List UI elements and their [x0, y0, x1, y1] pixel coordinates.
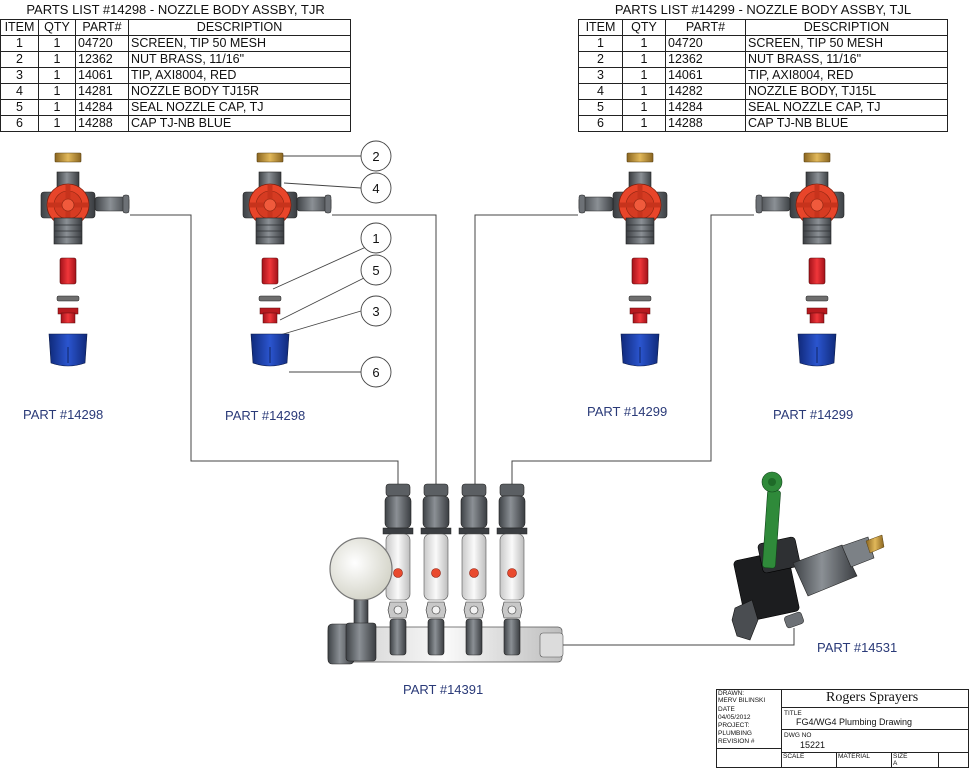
col-item: ITEM [0, 19, 39, 36]
leader-lines [272, 155, 367, 373]
size-value: A [893, 760, 898, 767]
date-label: DATE [718, 706, 735, 713]
line-nozzle1-to-manifold [130, 214, 399, 492]
balloon-4: 4 [372, 181, 379, 196]
drawn-label: DRAWN: [718, 690, 745, 697]
title-block: DRAWN: MERV BILINSKI DATE 04/05/2012 PRO… [716, 689, 969, 768]
parts-list-title: PARTS LIST #14299 - NOZZLE BODY ASSBY, T… [578, 1, 948, 20]
balloon-1: 1 [372, 231, 379, 246]
scale-label: SCALE [783, 753, 805, 760]
parts-list-14299: PARTS LIST #14299 - NOZZLE BODY ASSBY, T… [578, 1, 949, 132]
col-qty: QTY [38, 19, 76, 36]
col-description: DESCRIPTION [127, 19, 352, 36]
size-label: SIZE [893, 753, 908, 760]
col-part: PART# [665, 19, 746, 36]
line-nozzle4-to-manifold [511, 214, 754, 492]
parts-list-title: PARTS LIST #14298 - NOZZLE BODY ASSBY, T… [0, 1, 351, 20]
nozzle-assembly-4 [755, 152, 845, 367]
col-item: ITEM [578, 19, 623, 36]
part-label-nozzle-3: PART #14299 [587, 404, 668, 419]
balloon-2: 2 [372, 149, 379, 164]
pressure-gauge-icon [329, 537, 393, 601]
nozzle-assembly-1 [40, 152, 130, 367]
line-nozzle3-to-manifold [474, 214, 578, 492]
parts-list-header: ITEM QTY PART# DESCRIPTION [0, 19, 352, 36]
title-label: TITLE [784, 710, 802, 717]
dwg-no-value: 15221 [800, 740, 826, 750]
project-value: PLUMBING [718, 730, 752, 737]
balloon-5: 5 [372, 263, 379, 278]
dwg-no-label: DWG NO [784, 732, 812, 739]
part-label-nozzle-1: PART #14298 [23, 407, 104, 422]
date-value: 04/05/2012 [718, 714, 751, 721]
part-label-nozzle-4: PART #14299 [773, 407, 854, 422]
part-label-nozzle-2: PART #14298 [225, 408, 306, 423]
line-manifold-to-valve [563, 628, 795, 646]
manifold-assembly [327, 483, 564, 665]
project-label: PROJECT: [718, 722, 750, 729]
col-qty: QTY [622, 19, 666, 36]
parts-list-header: ITEM QTY PART# DESCRIPTION [578, 19, 949, 36]
nozzle-assembly-3 [578, 152, 668, 367]
item-balloons: 2 4 1 5 3 6 [360, 140, 392, 388]
line-nozzle2-to-manifold [332, 214, 437, 492]
col-description: DESCRIPTION [744, 19, 949, 36]
revision-label: REVISION # [718, 738, 755, 745]
part-label-valve: PART #14531 [817, 640, 898, 655]
plumbing-lines [130, 214, 795, 646]
material-label: MATERIAL [838, 753, 871, 760]
drawn-by: MERV BILINSKI [718, 697, 766, 704]
balloon-3: 3 [372, 304, 379, 319]
drawing-title: FG4/WG4 Plumbing Drawing [796, 717, 913, 727]
ball-valve-assembly [731, 471, 885, 641]
balloon-6: 6 [372, 365, 379, 380]
part-label-manifold: PART #14391 [403, 682, 484, 697]
col-part: PART# [75, 19, 129, 36]
parts-list-14298: PARTS LIST #14298 - NOZZLE BODY ASSBY, T… [0, 1, 352, 132]
company-name: Rogers Sprayers [826, 690, 919, 705]
